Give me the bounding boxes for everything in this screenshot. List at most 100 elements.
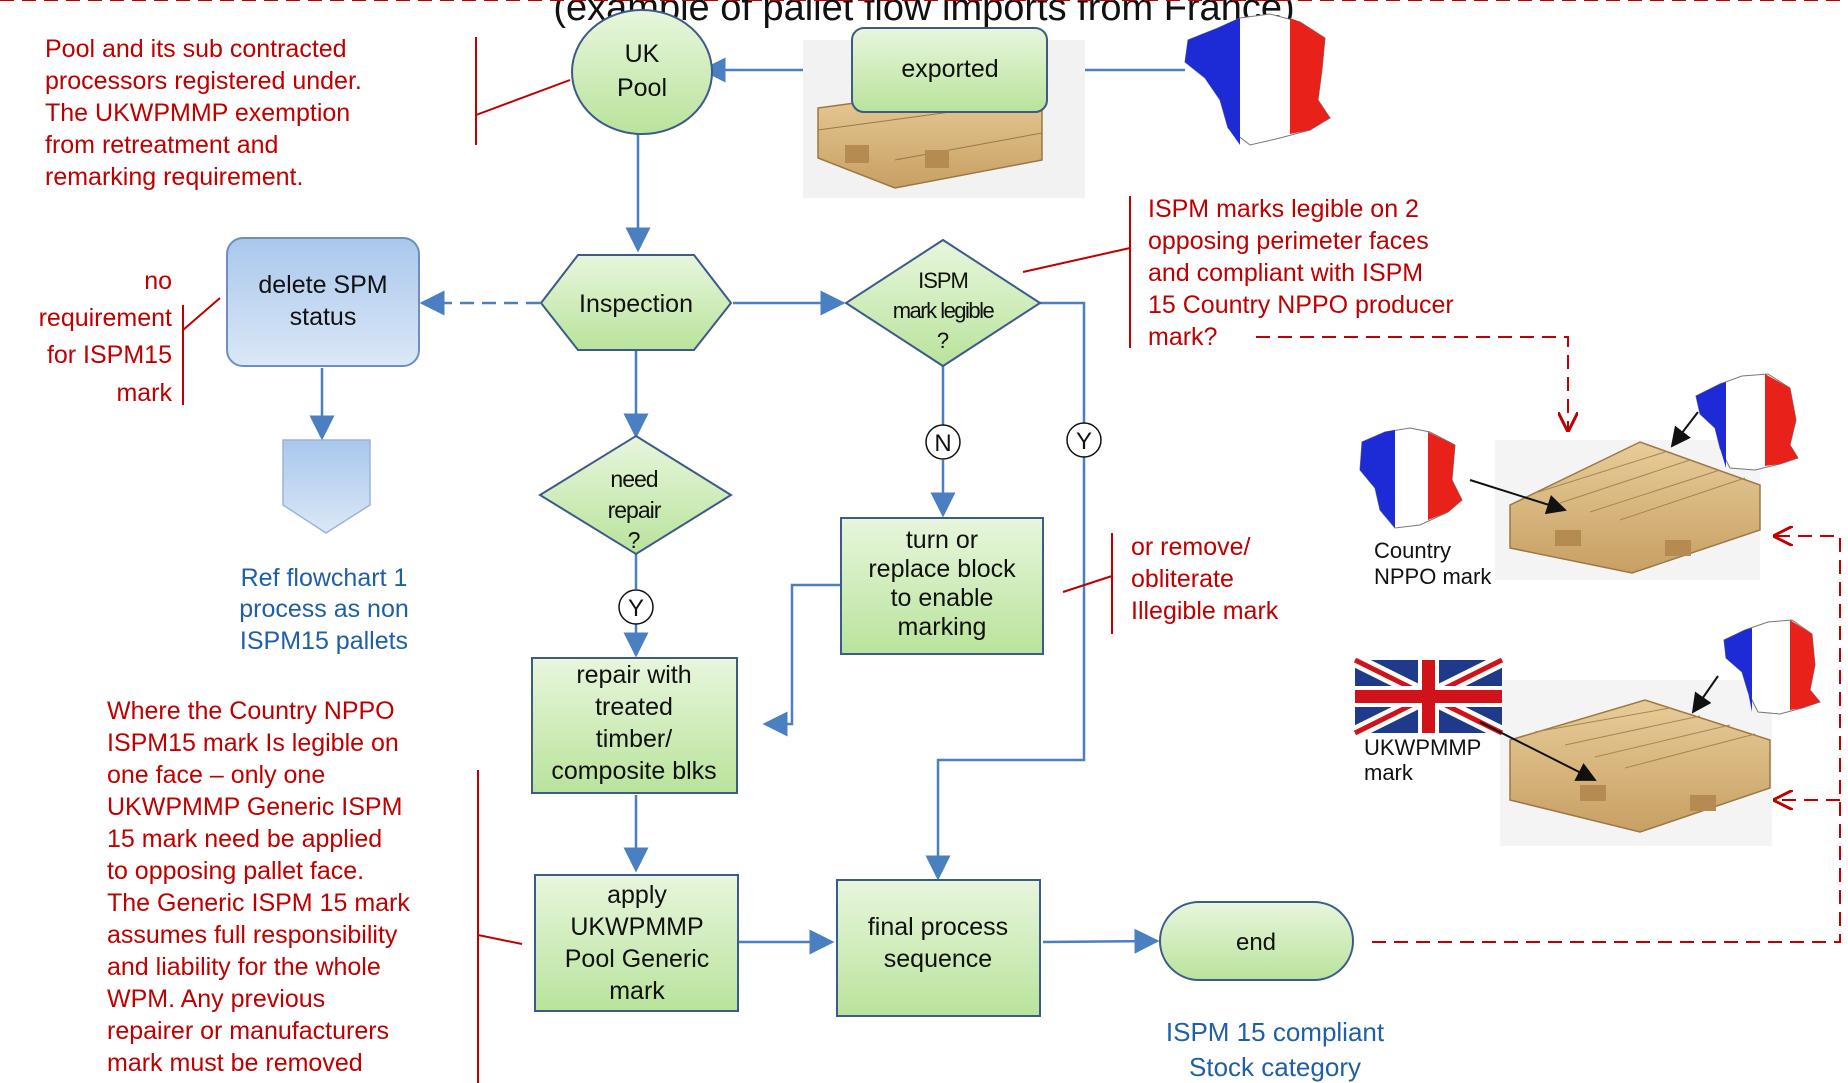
svg-text:UK: UK [625,40,660,68]
svg-text:15 Country NPPO producer: 15 Country NPPO producer [1148,291,1454,319]
svg-text:Pool Generic: Pool Generic [565,945,710,973]
svg-text:and liability for the whole: and liability for the whole [107,953,381,981]
svg-text:?: ? [937,328,949,353]
svg-text:from retreatment and: from retreatment and [45,131,278,159]
svg-text:ISPM15 pallets: ISPM15 pallets [240,627,408,655]
pool-exemption-note: Pool and its sub contracted processors r… [45,35,362,191]
inspection-node: Inspection [539,254,733,351]
svg-text:UKWPMMP Generic ISPM: UKWPMMP Generic ISPM [107,793,402,821]
svg-text:status: status [290,303,357,331]
svg-text:WPM. Any previous: WPM. Any previous [107,985,325,1013]
svg-text:process as non: process as non [239,595,409,623]
svg-text:UKWPMMP: UKWPMMP [570,913,703,941]
svg-text:ISPM marks legible on 2: ISPM marks legible on 2 [1148,195,1419,223]
svg-text:repair with: repair with [576,661,691,689]
ukwpmmp-pallet-image [1500,680,1772,846]
flow-connectors [309,57,1185,955]
svg-text:Inspection: Inspection [579,290,693,318]
svg-text:assumes full responsibility: assumes full responsibility [107,921,398,949]
svg-text:timber/: timber/ [596,725,672,753]
svg-text:ISPM 15 compliant: ISPM 15 compliant [1166,1017,1385,1047]
svg-text:Pool and its sub contracted: Pool and its sub contracted [45,35,347,63]
svg-text:final process: final process [868,913,1008,941]
svg-text:treated: treated [595,693,673,721]
remove-illegible-note: or remove/ obliterate Illegible mark [1131,533,1279,625]
ukwpmmp-mark-label: UKWPMMP mark [1364,735,1481,785]
svg-text:ISPM: ISPM [918,268,968,293]
svg-text:Ref flowchart 1: Ref flowchart 1 [241,564,408,592]
svg-text:apply: apply [607,881,667,909]
delete-spm-status-node: delete SPM status [226,237,420,367]
off-page-reference-shape [282,439,371,534]
svg-text:Pool: Pool [617,74,667,102]
svg-text:to enable: to enable [891,584,994,612]
uk-pool-node: UK Pool [571,9,713,135]
svg-text:Stock category: Stock category [1189,1052,1361,1082]
svg-text:for ISPM15: for ISPM15 [47,341,172,369]
country-nppo-mark-note: Where the Country NPPO ISPM15 mark Is le… [107,697,410,1077]
svg-text:Y: Y [628,595,644,622]
svg-text:composite blks: composite blks [551,757,716,785]
svg-text:no: no [144,267,172,295]
svg-text:NPPO mark: NPPO mark [1374,564,1492,589]
svg-text:The UKWPMMP exemption: The UKWPMMP exemption [45,99,350,127]
svg-text:turn or: turn or [906,526,978,554]
need-repair-decision: need repair ? [538,434,733,556]
svg-text:end: end [1236,929,1276,956]
svg-text:to opposing pallet face.: to opposing pallet face. [107,857,364,885]
svg-text:repairer or manufacturers: repairer or manufacturers [107,1017,389,1045]
svg-text:mark: mark [609,977,665,1005]
svg-text:opposing perimeter faces: opposing perimeter faces [1148,227,1429,255]
end-node: end [1159,901,1354,981]
svg-text:delete SPM: delete SPM [258,271,387,299]
svg-text:exported: exported [901,55,998,83]
svg-text:sequence: sequence [884,945,992,973]
svg-text:?: ? [628,527,641,553]
svg-text:obliterate: obliterate [1131,565,1234,593]
svg-text:need: need [610,466,657,492]
ref-flowchart-note: Ref flowchart 1 process as non ISPM15 pa… [239,564,409,655]
svg-text:Country: Country [1374,538,1451,563]
svg-text:and compliant with ISPM: and compliant with ISPM [1148,259,1423,287]
svg-text:mark legible: mark legible [893,298,995,323]
svg-text:Where the Country NPPO: Where the Country NPPO [107,697,395,725]
country-nppo-pallet-image [1495,440,1761,580]
no-requirement-note: no requirement for ISPM15 mark [39,267,173,407]
svg-text:remarking requirement.: remarking requirement. [45,163,303,191]
france-map-flag-bottom [1723,619,1821,715]
compliant-stock-note: ISPM 15 compliant Stock category [1166,1017,1385,1082]
apply-generic-mark-node: apply UKWPMMP Pool Generic mark [534,874,739,1012]
france-map-flag-right [1695,373,1799,471]
svg-text:marking: marking [898,613,987,641]
svg-text:Y: Y [1076,428,1092,455]
uk-flag [1351,653,1506,740]
svg-text:repair: repair [608,497,662,523]
france-map-flag-top [1184,13,1331,146]
svg-text:Illegible mark: Illegible mark [1131,597,1279,625]
svg-text:ISPM15 mark Is legible on: ISPM15 mark Is legible on [107,729,399,757]
svg-text:replace block: replace block [868,555,1016,583]
ispm-legible-note: ISPM marks legible on 2 opposing perimet… [1148,195,1454,351]
ispm-mark-legible-decision: ISPM mark legible ? [844,238,1042,368]
exported-node: exported [851,27,1048,113]
svg-text:or remove/: or remove/ [1131,533,1251,561]
yes-branch-label-repair: Y [618,589,654,625]
france-map-flag-left [1359,427,1463,529]
svg-text:UKWPMMP: UKWPMMP [1364,735,1481,760]
yes-branch-label-right: Y [1066,422,1102,458]
svg-text:mark: mark [116,379,172,407]
country-nppo-mark-label: Country NPPO mark [1374,538,1492,589]
no-branch-label: N [925,424,961,460]
svg-text:mark: mark [1364,760,1414,785]
repair-with-treated-timber-node: repair with treated timber/ composite bl… [531,657,738,794]
final-process-sequence-node: final process sequence [836,879,1041,1017]
svg-text:mark?: mark? [1148,323,1217,351]
svg-text:15 mark need be applied: 15 mark need be applied [107,825,382,853]
svg-text:mark must be removed: mark must be removed [107,1049,363,1077]
svg-text:one face – only one: one face – only one [107,761,325,789]
svg-text:processors registered under.: processors registered under. [45,67,362,95]
turn-or-replace-block-node: turn or replace block to enable marking [840,517,1044,655]
svg-text:requirement: requirement [39,304,172,332]
